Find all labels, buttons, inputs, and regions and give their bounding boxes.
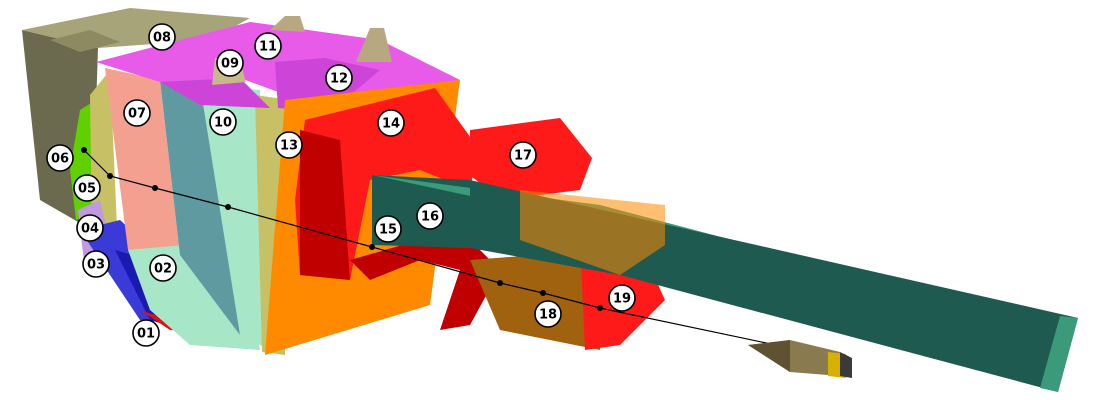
callout-06: 06 (46, 144, 74, 172)
callout-04: 04 (76, 214, 104, 242)
shot-point (497, 280, 503, 286)
callout-label: 13 (280, 139, 298, 154)
callout-01: 01 (132, 319, 160, 347)
callout-label: 04 (81, 222, 99, 237)
callout-12: 12 (325, 64, 353, 92)
roof-09-violet (160, 78, 270, 108)
callout-08: 08 (148, 23, 176, 51)
block-18-brown (470, 250, 600, 350)
shot-point (152, 185, 158, 191)
mantlet-14-shade (300, 130, 350, 280)
callout-label: 19 (613, 292, 631, 307)
callout-09: 09 (216, 49, 244, 77)
callout-label: 17 (514, 149, 532, 164)
plate-10-mint (200, 85, 270, 350)
shot-point (107, 173, 113, 179)
callout-05: 05 (73, 174, 101, 202)
callout-label: 11 (259, 40, 277, 55)
plate-10-teal (160, 75, 240, 335)
mantlet-15-ring (350, 240, 500, 330)
callout-label: 02 (154, 262, 172, 277)
barrel-end (1040, 316, 1078, 392)
callout-label: 18 (539, 308, 557, 323)
shot-point (81, 147, 87, 153)
callout-10: 10 (209, 108, 237, 136)
shot-point (540, 290, 546, 296)
callout-02: 02 (149, 254, 177, 282)
callout-label: 01 (137, 327, 155, 342)
callout-11: 11 (254, 32, 282, 60)
callout-label: 06 (51, 152, 69, 167)
callout-label: 10 (214, 116, 232, 131)
callout-14: 14 (377, 109, 405, 137)
callout-03: 03 (82, 250, 110, 278)
callout-19: 19 (608, 284, 636, 312)
projectile-icon (748, 340, 852, 378)
callout-13: 13 (275, 131, 303, 159)
shot-point (369, 244, 375, 250)
callout-label: 12 (330, 72, 348, 87)
callout-label: 15 (379, 223, 397, 238)
callout-label: 16 (421, 210, 439, 225)
callout-label: 05 (78, 182, 96, 197)
cupola-back (270, 16, 305, 32)
shot-point (225, 204, 231, 210)
callout-label: 09 (221, 57, 239, 72)
callout-16: 16 (416, 202, 444, 230)
callout-label: 14 (382, 117, 400, 132)
callout-15: 15 (374, 215, 402, 243)
callout-label: 07 (128, 107, 146, 122)
callout-17: 17 (509, 141, 537, 169)
callout-07: 07 (123, 99, 151, 127)
cupola-right (356, 28, 392, 62)
hull-detail (50, 30, 120, 52)
shot-point (597, 305, 603, 311)
barrel-sleeve (520, 190, 665, 275)
callout-18: 18 (534, 300, 562, 328)
callout-label: 03 (87, 258, 105, 273)
callout-label: 08 (153, 31, 171, 46)
shot-points (81, 147, 603, 311)
